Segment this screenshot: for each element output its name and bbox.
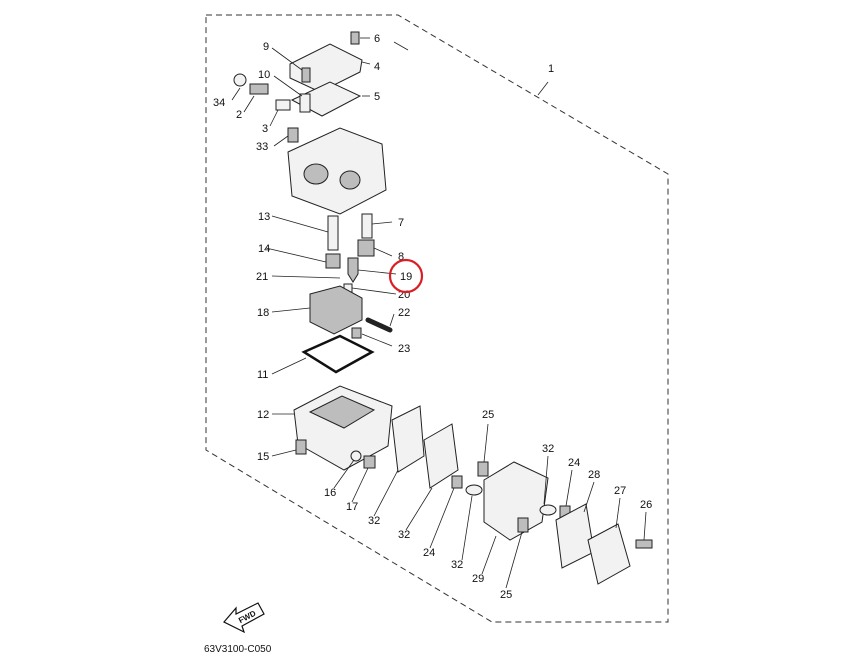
gasket-part xyxy=(391,405,425,473)
screw-part xyxy=(451,475,463,489)
callout-label-10: 10 xyxy=(258,69,270,81)
cap-part xyxy=(357,239,375,257)
callout-label-3: 3 xyxy=(262,123,268,135)
drawing-code: 63V3100-C050 xyxy=(204,644,272,655)
callout-label-5: 5 xyxy=(374,91,380,103)
callout-label-32: 32 xyxy=(542,443,554,455)
fwd-arrow-icon: FWD xyxy=(223,602,265,634)
float-chamber-inner xyxy=(308,395,376,429)
jet-part xyxy=(361,213,373,239)
washer-part xyxy=(350,450,362,462)
callout-label-21: 21 xyxy=(256,271,268,283)
screw-part xyxy=(517,517,529,533)
callout-label-19: 19 xyxy=(400,271,412,283)
cap-part xyxy=(325,253,341,269)
callout-label-25: 25 xyxy=(500,589,512,601)
callout-label-7: 7 xyxy=(398,217,404,229)
fuel-pump-body-part xyxy=(483,461,549,541)
main-nozzle-part xyxy=(327,215,339,251)
callout-label-2: 2 xyxy=(236,109,242,121)
float-part xyxy=(309,285,363,335)
check-valve-part xyxy=(539,504,557,516)
callout-label-31: 32 xyxy=(368,515,380,527)
callout-label-16: 16 xyxy=(324,487,336,499)
assembly-boundary xyxy=(205,14,669,623)
needle-valve-part xyxy=(347,257,359,283)
callout-label-25: 25 xyxy=(482,409,494,421)
callout-label-15: 15 xyxy=(257,451,269,463)
callout-label-18: 18 xyxy=(257,307,269,319)
screw-part xyxy=(351,327,362,339)
callout-label-9: 9 xyxy=(263,41,269,53)
callout-label-26: 26 xyxy=(640,499,652,511)
callout-label-22: 22 xyxy=(398,307,410,319)
carburetor-body-part xyxy=(287,127,387,215)
callout-label-23: 23 xyxy=(398,343,410,355)
screw-part xyxy=(635,539,653,549)
callout-label-24: 24 xyxy=(423,547,435,559)
screw-part xyxy=(477,461,489,477)
callout-label-33: 33 xyxy=(256,141,268,153)
screw-part xyxy=(295,439,307,455)
callout-label-4: 4 xyxy=(374,61,380,73)
screw-part xyxy=(350,31,360,45)
screw-part xyxy=(287,127,299,143)
pump-cover-part xyxy=(587,523,631,585)
callout-label-13: 13 xyxy=(258,211,270,223)
callout-label-27: 27 xyxy=(614,485,626,497)
callout-label-11: 11 xyxy=(257,369,268,381)
carburetor-bore xyxy=(303,163,329,185)
callout-label-8: 8 xyxy=(398,251,404,263)
float-pin-part xyxy=(365,317,393,333)
screw-part xyxy=(301,67,311,83)
callout-label-28: 28 xyxy=(588,469,600,481)
spring-part xyxy=(299,93,311,113)
callout-label-32: 32 xyxy=(451,559,463,571)
callout-label-14: 14 xyxy=(258,243,270,255)
diaphragm-part xyxy=(423,423,459,489)
callout-label-12: 12 xyxy=(257,409,269,421)
callout-label-24: 24 xyxy=(568,457,580,469)
spring-part xyxy=(275,99,291,111)
carburetor-bore xyxy=(339,170,361,190)
o-ring-part xyxy=(233,73,247,87)
callout-label-34: 34 xyxy=(213,97,225,109)
highlight-circle xyxy=(388,258,424,294)
drain-plug-part xyxy=(363,455,376,469)
callout-label-1: 1 xyxy=(548,63,554,75)
callout-label-29: 29 xyxy=(472,573,484,585)
callout-label-17: 17 xyxy=(346,501,358,513)
callout-label-30: 32 xyxy=(398,529,410,541)
float-chamber-gasket-part xyxy=(301,334,375,374)
callout-label-6: 6 xyxy=(374,33,380,45)
check-valve-part xyxy=(465,484,483,496)
pilot-screw-part xyxy=(249,83,269,95)
